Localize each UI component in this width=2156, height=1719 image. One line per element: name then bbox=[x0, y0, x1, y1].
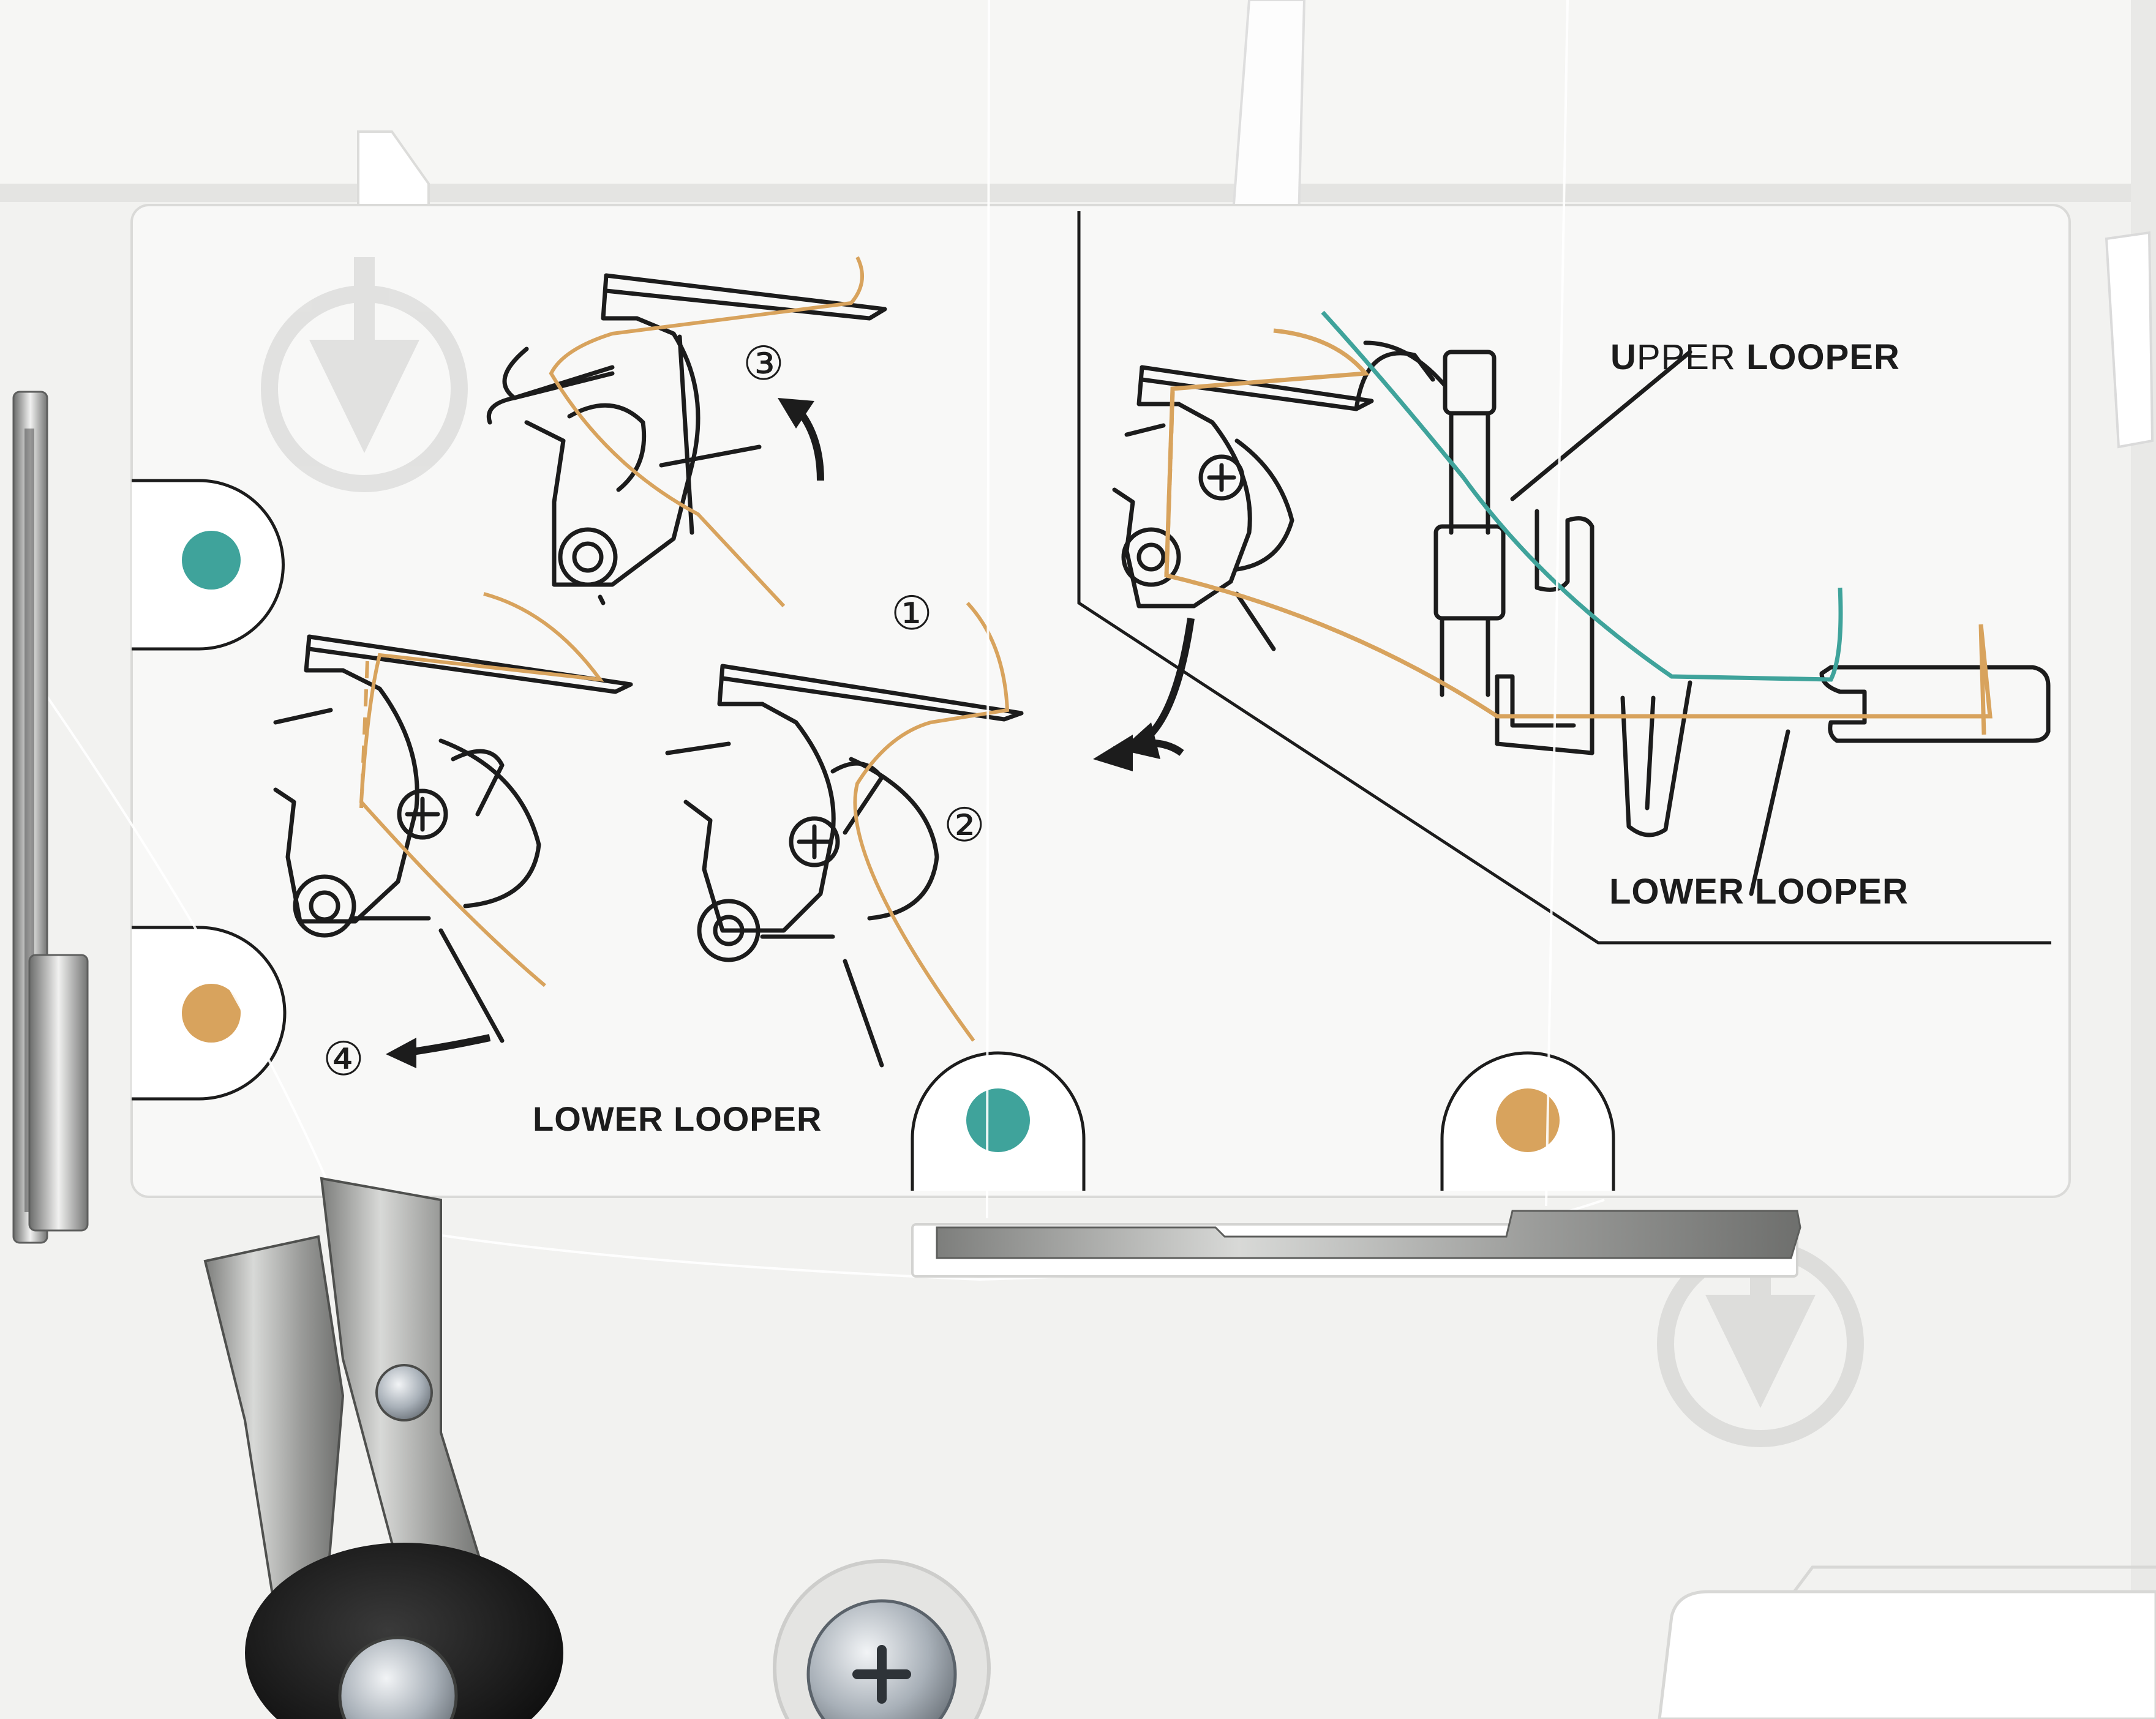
top-lid bbox=[0, 0, 2156, 196]
curved-arrow-icon bbox=[778, 398, 814, 429]
top-lid-shadow bbox=[0, 184, 2156, 202]
panel-divider bbox=[1077, 211, 2051, 945]
bottom-right-housing bbox=[1658, 1590, 2156, 1719]
lower-looper-label-left: LOWER LOOPER bbox=[533, 1099, 822, 1138]
step-number-4: ④ bbox=[322, 1031, 365, 1086]
upper-looper-label-bold: LOOPER bbox=[1746, 337, 1900, 377]
lower-looper-thread bbox=[853, 601, 1010, 1042]
upper-looper-label: UPPER LOOPER bbox=[1610, 340, 1900, 375]
lower-looper-thread bbox=[359, 661, 369, 809]
curved-arrow-icon bbox=[386, 1038, 416, 1068]
bottom-right-housing-step bbox=[1793, 1565, 2156, 1593]
curved-arrow-icon bbox=[1093, 735, 1133, 771]
tension-dial-screw bbox=[338, 1636, 458, 1719]
lower-looper-thread bbox=[359, 592, 604, 987]
white-thread bbox=[986, 0, 990, 1219]
step-number-2: ② bbox=[943, 797, 986, 852]
gold-dot bbox=[1496, 1088, 1560, 1152]
teal-dot bbox=[182, 531, 241, 590]
looper-diagram-step-4 bbox=[273, 634, 633, 1043]
black-tension-dial bbox=[245, 1543, 563, 1719]
white-thread bbox=[1545, 0, 1569, 1207]
lower-looper-thread bbox=[549, 256, 864, 608]
upper-looper-label-prefix: U bbox=[1610, 337, 1637, 377]
metal-thread-guide-bar bbox=[936, 1210, 1801, 1259]
gold-dot bbox=[182, 984, 241, 1043]
looper-diagram-step-1-2 bbox=[665, 664, 1024, 1068]
looper-path-diagram bbox=[1112, 340, 2051, 896]
chrome-rail-clip bbox=[28, 954, 89, 1232]
teal-dot bbox=[966, 1088, 1030, 1152]
lid-right-tab bbox=[2105, 231, 2154, 449]
step-number-3: ③ bbox=[742, 335, 785, 391]
machine-screw-slot bbox=[852, 1645, 911, 1704]
lower-looper-thread bbox=[1164, 391, 1175, 576]
looper-diagram-step-3 bbox=[487, 273, 887, 605]
down-arrow-icon bbox=[261, 257, 468, 492]
lower-looper-label-right: LOWER LOOPER bbox=[1609, 872, 1909, 912]
curved-arrow-icon bbox=[1121, 722, 1160, 759]
upper-looper-label-rest: PPER bbox=[1636, 337, 1746, 377]
lower-looper-thread bbox=[1164, 328, 1993, 735]
upper-looper-thread bbox=[1321, 310, 1843, 682]
lever-rivet bbox=[375, 1364, 433, 1421]
step-number-1: ① bbox=[890, 585, 933, 640]
